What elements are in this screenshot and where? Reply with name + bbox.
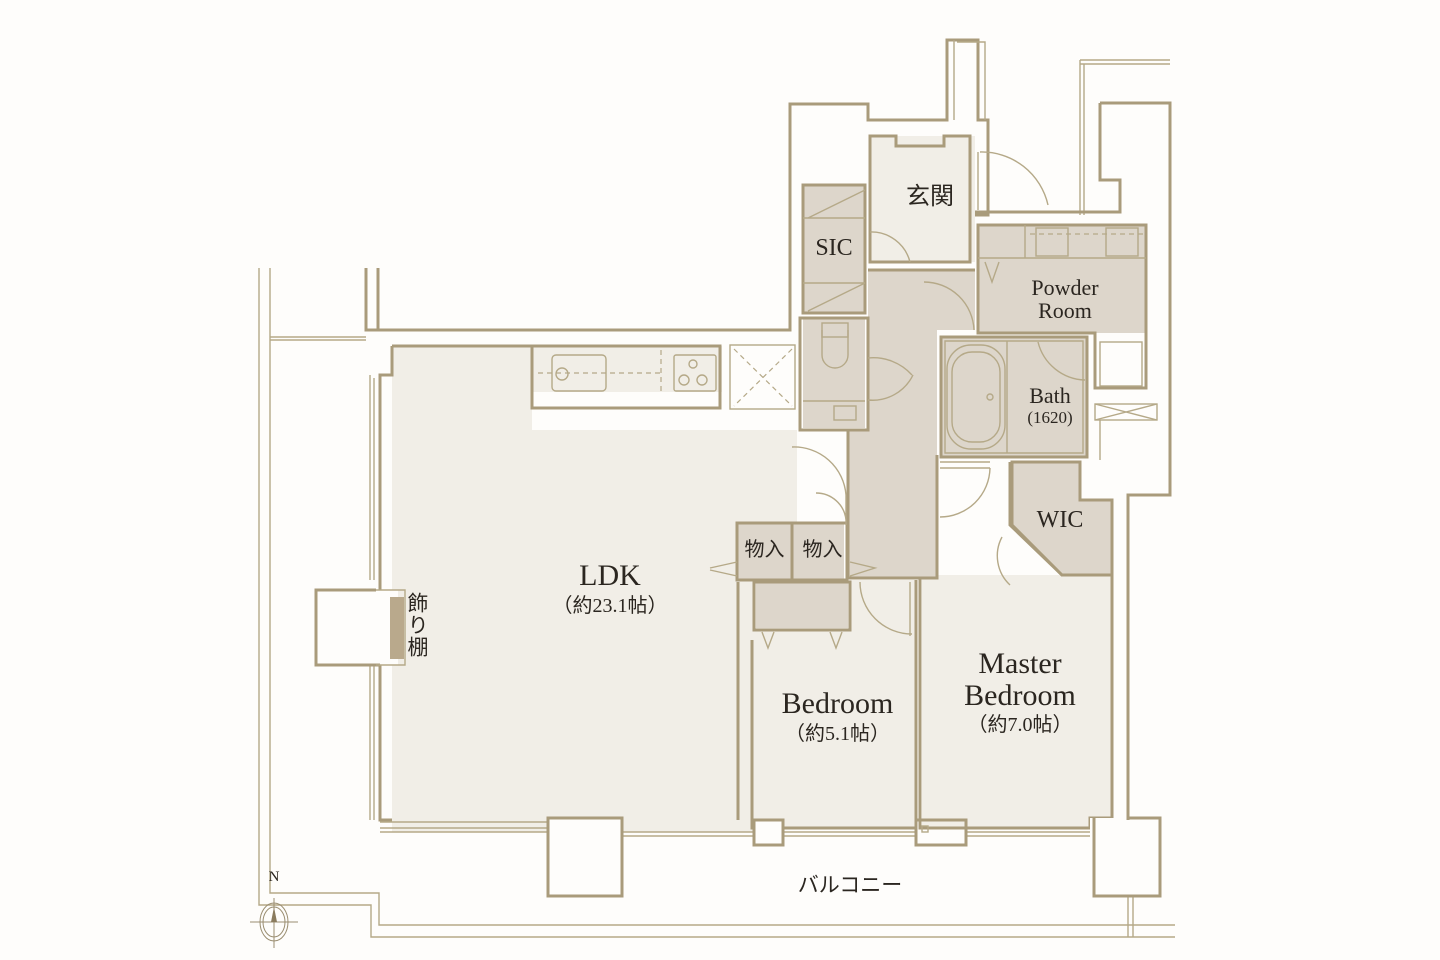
north-compass: N <box>244 869 304 960</box>
wic-name: WIC <box>1036 507 1084 533</box>
bedroom-size: （約5.1帖） <box>785 722 890 745</box>
ldk-area <box>392 346 797 832</box>
master-size: （約7.0帖） <box>967 714 1073 736</box>
wic <box>939 460 1114 586</box>
entrance <box>868 134 1049 264</box>
room-label-storage-1: 物入 <box>737 540 792 561</box>
ldk-name: LDK <box>579 559 641 592</box>
room-label-storage-2: 物入 <box>795 540 850 561</box>
room-label-wic: WIC <box>1022 507 1098 533</box>
powder-name-line1: Powder <box>1031 275 1099 300</box>
compass-icon <box>250 898 298 948</box>
exterior-walls <box>364 38 1172 820</box>
ldk-size: （約23.1帖） <box>552 594 668 617</box>
compass-north-label: N <box>268 869 280 885</box>
room-label-balcony: バルコニー <box>770 874 930 896</box>
window-lines <box>380 821 1090 837</box>
bath-size: (1620) <box>1027 408 1073 428</box>
sic <box>801 183 867 315</box>
sic-name: SIC <box>815 235 853 261</box>
powder-name-line2: Room <box>1038 298 1092 324</box>
room-label-ldk: LDK （約23.1帖） <box>520 560 700 617</box>
balcony-name: バルコニー <box>797 873 903 897</box>
room-label-bedroom: Bedroom （約5.1帖） <box>750 688 925 745</box>
site-boundary <box>258 268 1175 938</box>
storage2-name: 物入 <box>802 539 843 561</box>
room-label-bath: Bath (1620) <box>1012 384 1088 427</box>
bedroom-name: Bedroom <box>781 687 894 720</box>
master-bedroom-area <box>922 575 1112 828</box>
hallway <box>848 270 975 578</box>
room-label-entrance: 玄関 <box>890 184 970 210</box>
room-label-powder-room: Powder Room <box>1005 276 1125 322</box>
shelf-name: 飾り棚 <box>405 592 430 658</box>
kitchen-counter <box>530 344 796 410</box>
storage-closets <box>709 446 913 650</box>
bath <box>939 335 1089 459</box>
toilet <box>798 316 914 432</box>
bedroom-area <box>754 580 916 828</box>
bath-name: Bath <box>1029 383 1071 408</box>
room-label-sic: SIC <box>803 235 865 261</box>
storage1-name: 物入 <box>744 539 785 561</box>
room-label-decorative-shelf: 飾り棚 <box>405 592 430 658</box>
powder-room <box>923 223 1158 460</box>
master-name-line2: Bedroom <box>964 678 1076 712</box>
decorative-shelf <box>314 588 406 667</box>
master-name-line1: Master <box>978 647 1062 680</box>
room-label-master-bedroom: Master Bedroom （約7.0帖） <box>930 648 1110 736</box>
balcony-pillars <box>546 816 1162 898</box>
entrance-name: 玄関 <box>906 184 954 210</box>
